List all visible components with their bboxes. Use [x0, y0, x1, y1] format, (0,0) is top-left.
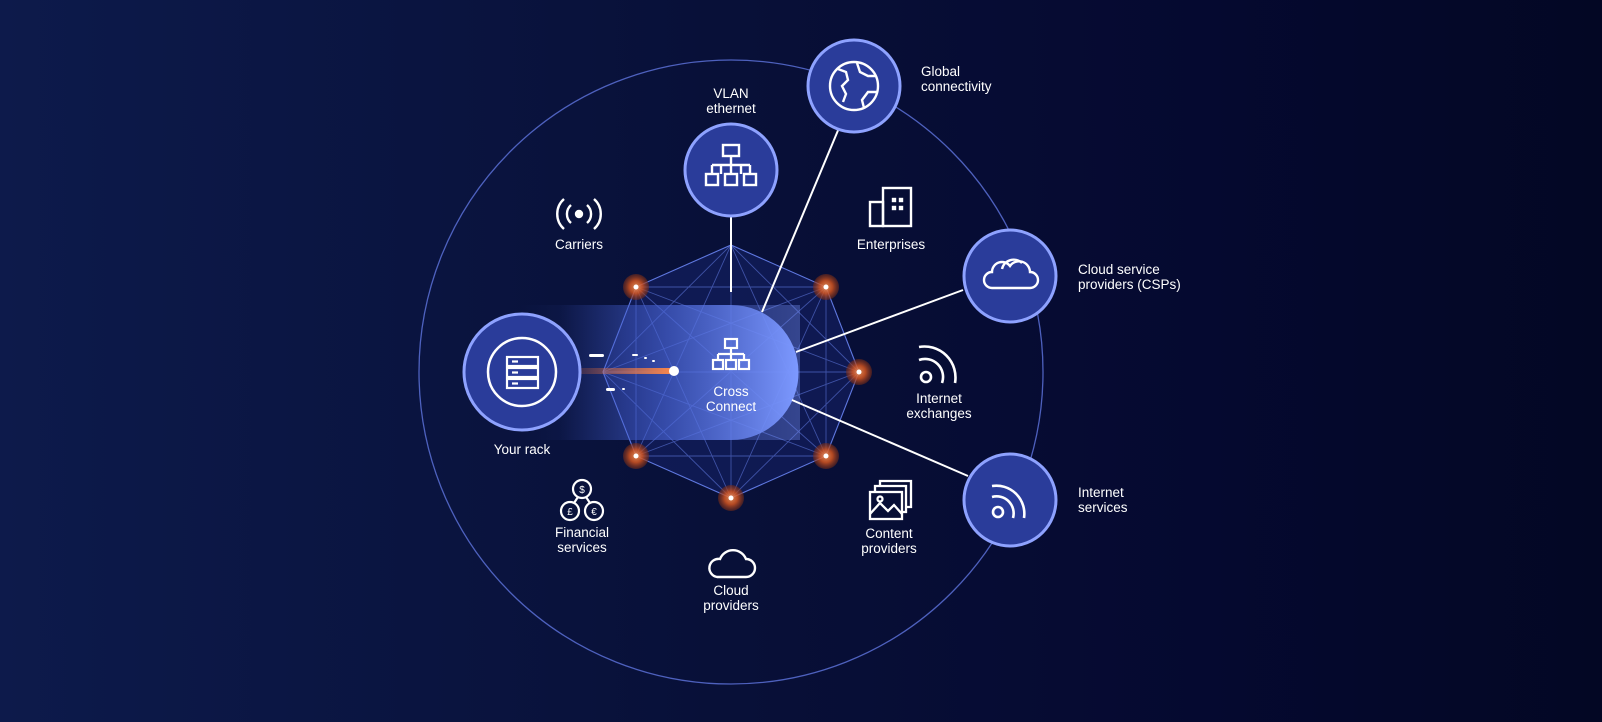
cloud-providers-label-line1: Cloud	[713, 583, 748, 598]
vlan-ethernet-node[interactable]	[683, 122, 779, 218]
internet-exchanges-label-line1: Internet	[916, 391, 962, 406]
euro-symbol: €	[591, 507, 597, 518]
global-label-line2: connectivity	[921, 79, 992, 94]
network-hierarchy-icon	[704, 143, 758, 187]
your-rack-node[interactable]	[462, 312, 582, 432]
content-providers-label-line2: providers	[861, 541, 917, 556]
pound-symbol: £	[567, 507, 573, 518]
currency-coins-icon	[559, 478, 605, 522]
connector-csp	[795, 289, 964, 353]
currency-symbols: $ £ €	[567, 485, 597, 518]
vlan-label-line1: VLAN	[713, 86, 748, 101]
cloud-service-providers-node[interactable]	[962, 228, 1058, 324]
content-providers-label-line1: Content	[865, 526, 913, 541]
global-label-line1: Global	[921, 64, 960, 79]
cloud-providers-label-line2: providers	[703, 598, 759, 613]
data-stream	[558, 368, 674, 374]
outer-boundary-circle	[418, 59, 1044, 685]
center-label-line2: Connect	[706, 399, 757, 414]
financial-services-label-line1: Financial	[555, 525, 609, 540]
internet-services-label-line2: services	[1078, 500, 1128, 515]
mesh-vertex-node	[846, 359, 872, 385]
stream-head-dot	[669, 366, 679, 376]
stream-particles	[589, 354, 655, 391]
broadcast-icon	[556, 198, 602, 230]
mesh-vertex-nodes	[623, 274, 872, 511]
server-icon	[505, 355, 540, 390]
your-rack-label: Your rack	[494, 442, 551, 457]
carriers-label: Carriers	[555, 237, 603, 252]
dollar-symbol: $	[579, 485, 585, 496]
image-gallery-icon	[868, 479, 913, 521]
financial-services-label-line2: services	[557, 540, 607, 555]
center-network-icon	[711, 337, 751, 371]
internet-services-label-line1: Internet	[1078, 485, 1124, 500]
csp-label-line2: providers (CSPs)	[1078, 277, 1181, 292]
wifi-signal-icon	[991, 484, 1026, 519]
internet-exchanges-label-line2: exchanges	[906, 406, 972, 421]
global-connectivity-node[interactable]	[806, 38, 902, 134]
enterprises-label: Enterprises	[857, 237, 926, 252]
mesh-vertex-node	[813, 443, 839, 469]
csp-label-line1: Cloud service	[1078, 262, 1160, 277]
cross-connect-pill	[560, 305, 799, 440]
cloud-icon	[982, 258, 1040, 290]
internet-services-node[interactable]	[962, 452, 1058, 548]
office-building-icon	[868, 186, 913, 228]
vlan-label-line2: ethernet	[706, 101, 756, 116]
mesh-vertex-node	[623, 443, 649, 469]
internet-exchanges-wifi-icon	[918, 345, 957, 384]
mesh-vertex-node	[623, 274, 649, 300]
connector-internet-services	[791, 399, 969, 477]
mesh-vertex-node	[718, 485, 744, 511]
globe-icon	[828, 60, 880, 112]
cloud-providers-icon	[708, 549, 757, 579]
connector-global	[761, 127, 840, 313]
center-label-line1: Cross	[713, 384, 749, 399]
connector-lines	[730, 127, 969, 477]
mesh-vertex-node	[813, 274, 839, 300]
